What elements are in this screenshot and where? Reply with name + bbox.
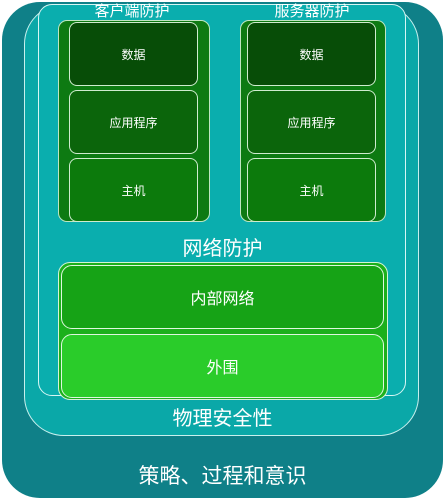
- client-protection-title: 客户端防护: [94, 2, 170, 20]
- internal-network-box: 内部网络: [61, 265, 384, 329]
- client-host-box: 主机: [69, 158, 198, 222]
- server-application-box: 应用程序: [247, 90, 376, 154]
- physical-security-label: 物理安全性: [172, 406, 273, 430]
- server-protection-title: 服务器防护: [274, 2, 350, 20]
- client-data-box: 数据: [69, 22, 198, 86]
- policy-label: 策略、过程和意识: [138, 464, 307, 488]
- server-data-box: 数据: [247, 22, 376, 86]
- server-host-box: 主机: [247, 158, 376, 222]
- network-protection-label: 网络防护: [182, 236, 263, 260]
- perimeter-box: 外围: [61, 334, 384, 398]
- client-application-box: 应用程序: [69, 90, 198, 154]
